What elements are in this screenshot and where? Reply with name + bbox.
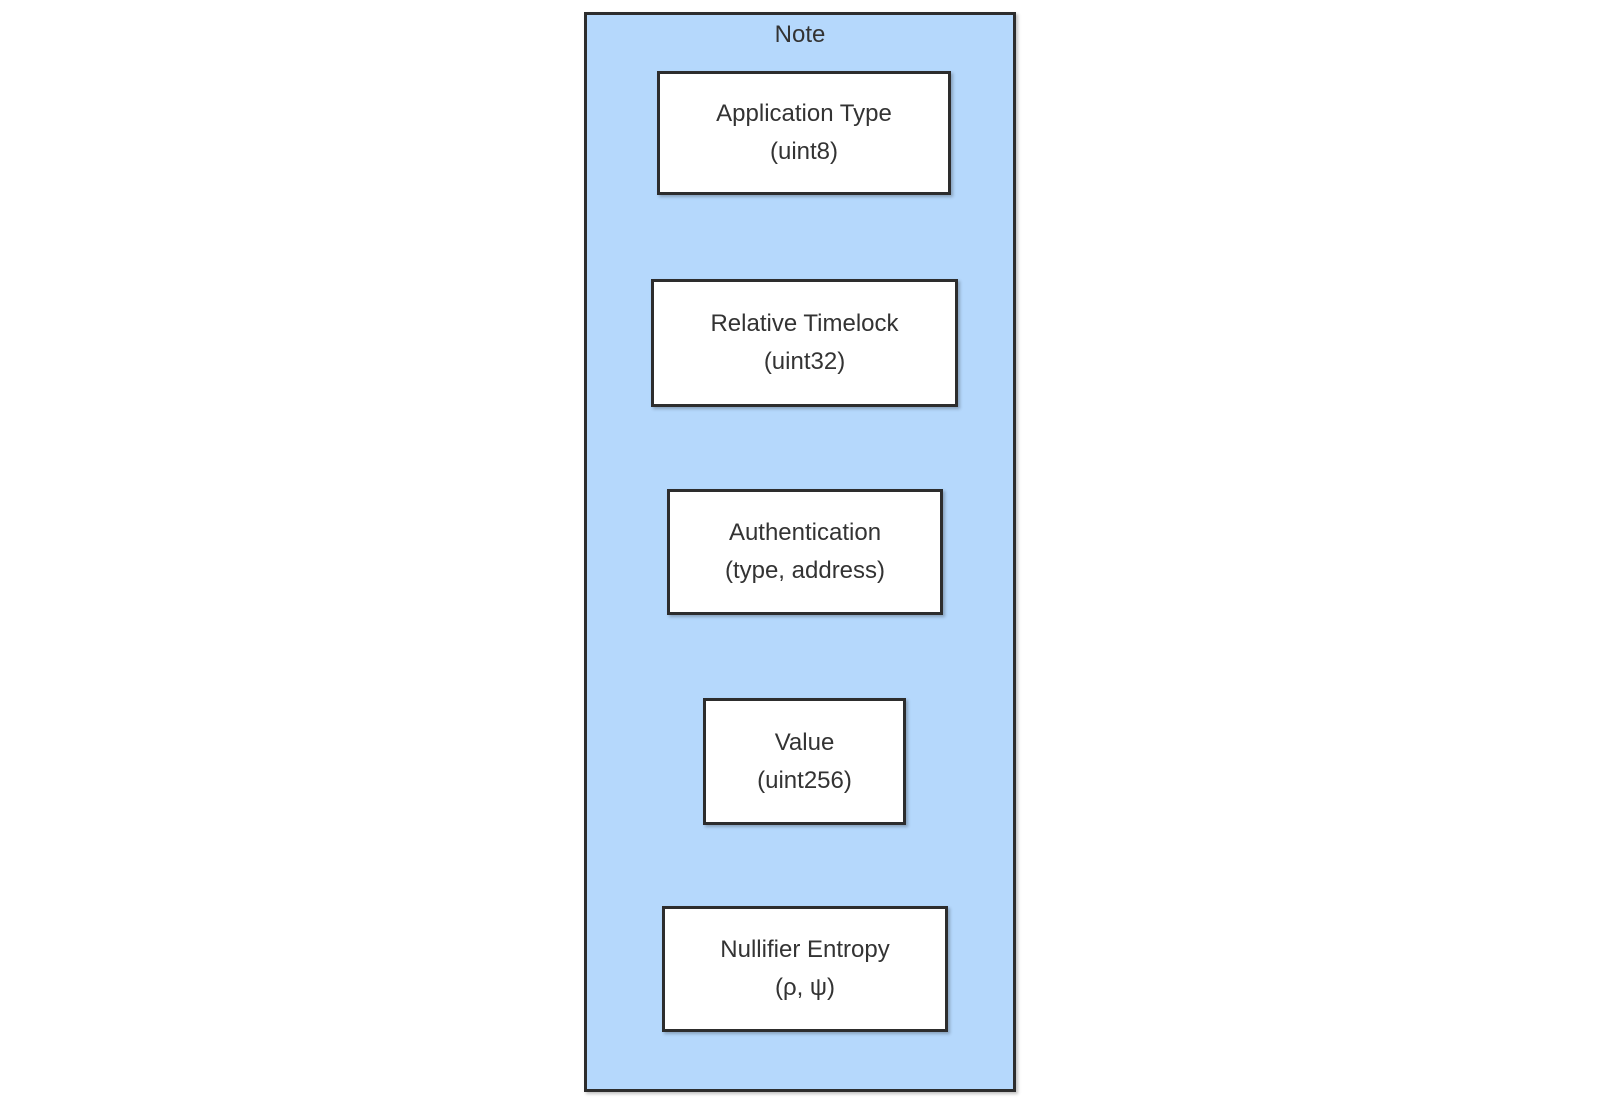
field-name-label: Nullifier Entropy xyxy=(720,936,890,963)
note-title: Note xyxy=(774,21,826,48)
field-box-value: Value (uint256) xyxy=(703,698,906,825)
field-box-relative-timelock: Relative Timelock (uint32) xyxy=(651,279,958,407)
field-box-nullifier-entropy: Nullifier Entropy (ρ, ψ) xyxy=(662,906,948,1032)
field-name-label: Application Type xyxy=(716,100,892,127)
field-type-label: (uint32) xyxy=(763,348,846,375)
field-type-label: (type, address) xyxy=(724,557,886,584)
field-name-label: Relative Timelock xyxy=(710,310,899,337)
note-container: Note Application Type (uint8) Relative T… xyxy=(584,12,1016,1092)
field-type-label: (ρ, ψ) xyxy=(774,974,836,1001)
field-box-authentication: Authentication (type, address) xyxy=(667,489,943,615)
field-type-label: (uint256) xyxy=(757,766,852,794)
field-name-label: Value xyxy=(774,728,835,756)
field-box-application-type: Application Type (uint8) xyxy=(657,71,951,195)
field-type-label: (uint8) xyxy=(769,138,839,165)
field-name-label: Authentication xyxy=(728,519,882,546)
